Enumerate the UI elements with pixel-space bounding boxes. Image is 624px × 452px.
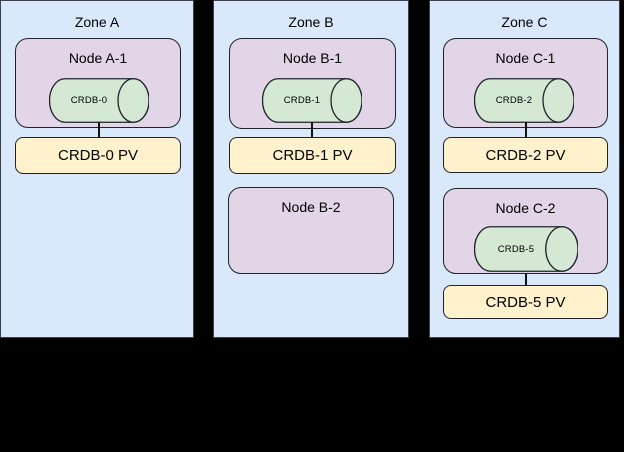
node-b2: Node B-2 — [228, 187, 394, 274]
crdb-0-pod-label: CRDB-0 — [70, 95, 108, 106]
zone-c: Zone C Node C-1 CRDB-2 CRDB-2 PV Node C-… — [429, 0, 620, 338]
zone-a: Zone A Node A-1 CRDB-0 CRDB-0 PV — [0, 0, 194, 338]
crdb-1-pod-label: CRDB-1 — [283, 95, 321, 106]
crdb-2-pv-box: CRDB-2 PV — [443, 137, 608, 173]
connector-node-a1-pv — [98, 122, 100, 137]
crdb-5-pv-box: CRDB-5 PV — [443, 285, 608, 319]
crdb-2-pod-label: CRDB-2 — [495, 95, 533, 106]
connector-node-c2-pv — [525, 274, 527, 285]
crdb-1-pod-cylinder-icon: CRDB-1 — [262, 78, 362, 123]
crdb-0-pv-label: CRDB-0 PV — [57, 147, 139, 164]
crdb-2-pod-cylinder-icon: CRDB-2 — [474, 78, 574, 123]
node-a1-label: Node A-1 — [68, 50, 128, 66]
zone-a-label: Zone A — [74, 14, 120, 30]
crdb-1-pv-box: CRDB-1 PV — [229, 137, 396, 174]
crdb-5-pod-cylinder-icon: CRDB-5 — [474, 226, 578, 272]
crdb-0-pv-box: CRDB-0 PV — [15, 137, 181, 174]
node-c2: Node C-2 CRDB-5 — [443, 188, 608, 274]
node-a1: Node A-1 CRDB-0 — [15, 38, 181, 128]
node-c1-label: Node C-1 — [495, 50, 556, 66]
zone-b-label: Zone B — [288, 14, 334, 30]
crdb-1-pv-label: CRDB-1 PV — [272, 147, 353, 164]
connector-node-b1-pv — [311, 122, 313, 137]
node-b1: Node B-1 CRDB-1 — [229, 38, 396, 129]
crdb-0-pod-cylinder-icon: CRDB-0 — [49, 78, 149, 123]
connector-node-c1-pv — [525, 122, 527, 137]
crdb-5-pod-label: CRDB-5 — [497, 243, 535, 255]
crdb-2-pv-label: CRDB-2 PV — [485, 146, 566, 164]
zone-b: Zone B Node B-1 CRDB-1 CRDB-1 PV Node B-… — [213, 0, 409, 338]
crdb-5-pv-label: CRDB-5 PV — [485, 293, 566, 311]
zone-c-label: Zone C — [501, 14, 548, 30]
node-c1: Node C-1 CRDB-2 — [443, 38, 608, 128]
node-b2-label: Node B-2 — [281, 199, 341, 215]
node-c2-label: Node C-2 — [495, 200, 556, 216]
node-b1-label: Node B-1 — [282, 50, 343, 66]
